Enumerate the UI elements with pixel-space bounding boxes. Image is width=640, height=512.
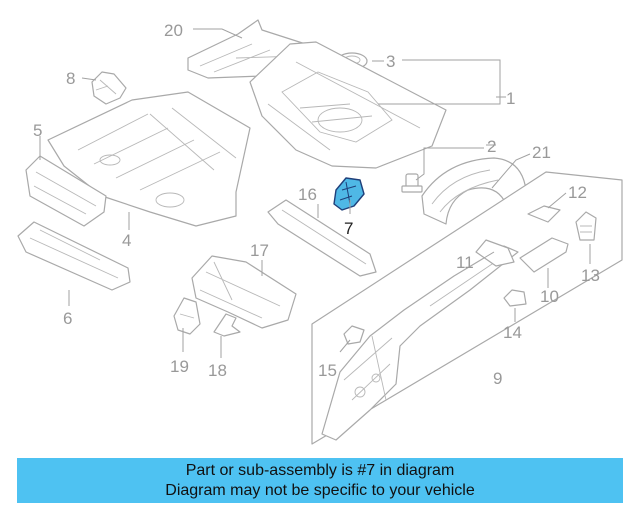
callout-8[interactable]: 8 [66, 69, 75, 88]
part-14-clip[interactable] [503, 289, 527, 307]
part-2-bolt[interactable] [401, 173, 423, 193]
part-8-bracket[interactable] [91, 71, 127, 105]
callout-19[interactable]: 19 [170, 357, 189, 376]
info-banner: Part or sub-assembly is #7 in diagram Di… [17, 458, 623, 503]
leader-lines [39, 28, 591, 358]
part-11-bracket[interactable] [475, 239, 515, 267]
callout-1[interactable]: 1 [506, 89, 515, 108]
callout-10[interactable]: 10 [540, 287, 559, 306]
part-6-sill[interactable] [17, 221, 131, 291]
banner-line-1: Part or sub-assembly is #7 in diagram [185, 462, 455, 479]
callout-18[interactable]: 18 [208, 361, 227, 380]
part-13-bracket[interactable] [575, 211, 597, 241]
callout-12[interactable]: 12 [568, 183, 587, 202]
callout-labels: 1 2 3 4 5 6 7 8 9 10 11 12 13 14 15 16 1… [33, 21, 600, 388]
part-16-cross-member[interactable] [267, 199, 377, 277]
callout-21[interactable]: 21 [532, 143, 551, 162]
part-19-bracket[interactable] [173, 297, 201, 335]
callout-14[interactable]: 14 [503, 323, 522, 342]
callout-3[interactable]: 3 [386, 52, 395, 71]
part-9-side-panel-outline[interactable] [311, 171, 623, 445]
part-15-clip[interactable] [343, 325, 365, 345]
part-18-clip[interactable] [213, 313, 241, 337]
part-12-plate[interactable] [527, 205, 561, 223]
callout-20[interactable]: 20 [164, 21, 183, 40]
callout-7[interactable]: 7 [344, 219, 353, 238]
callout-13[interactable]: 13 [581, 266, 600, 285]
callout-4[interactable]: 4 [122, 231, 131, 250]
callout-9[interactable]: 9 [493, 369, 502, 388]
callout-16[interactable]: 16 [298, 185, 317, 204]
banner-line-2: Diagram may not be specific to your vehi… [165, 482, 475, 499]
callout-5[interactable]: 5 [33, 121, 42, 140]
part-7-bracket-highlighted[interactable] [333, 177, 365, 211]
callout-15[interactable]: 15 [318, 361, 337, 380]
callout-6[interactable]: 6 [63, 309, 72, 328]
callout-17[interactable]: 17 [250, 241, 269, 260]
callout-11[interactable]: 11 [456, 253, 474, 272]
callout-2[interactable]: 2 [487, 137, 496, 156]
parts-diagram: 1 2 3 4 5 6 7 8 9 10 11 12 13 14 15 16 1… [17, 19, 623, 445]
part-1-rear-floor-pan[interactable] [249, 41, 447, 169]
part-10-rail[interactable] [519, 237, 569, 273]
part-17-reinforcement[interactable] [191, 255, 297, 329]
